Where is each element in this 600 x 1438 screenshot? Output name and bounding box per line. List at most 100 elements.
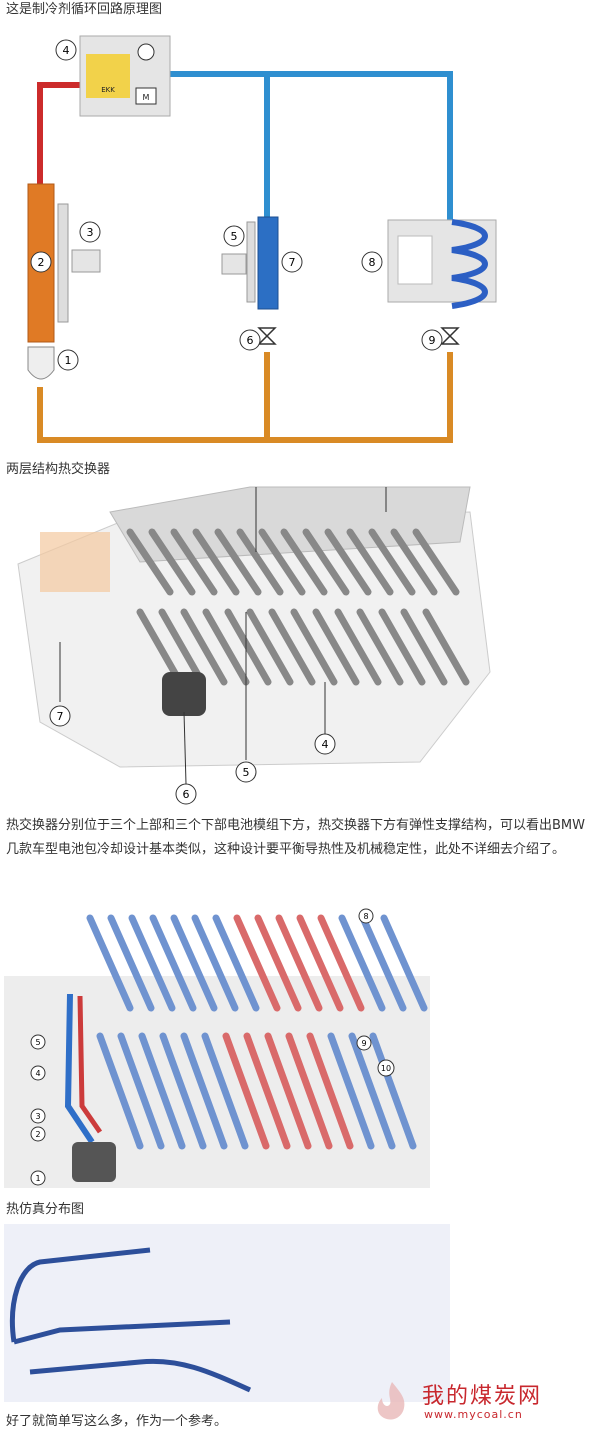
evaporator-fan <box>246 221 256 303</box>
refrigerant-connector <box>162 672 206 716</box>
plate-tube <box>356 608 404 686</box>
plate-tube <box>170 528 218 596</box>
plate-tube <box>380 914 428 1012</box>
plate-tube <box>86 914 134 1012</box>
svg-text:6: 6 <box>247 334 254 347</box>
plate-tube <box>348 1032 396 1150</box>
plate-tube <box>159 1032 207 1150</box>
plate-tube <box>126 528 174 596</box>
pipe-top <box>170 71 453 222</box>
plate-tube <box>368 528 416 596</box>
svg-text:4: 4 <box>63 44 70 57</box>
plate-tube <box>201 1032 249 1150</box>
plate-tube <box>275 914 323 1012</box>
callout-7: 7 <box>49 705 71 727</box>
body-paragraph: 热交换器分别位于三个上部和三个下部电池模组下方，热交换器下方有弹性支撑结构，可以… <box>6 818 585 857</box>
svg-text:10: 10 <box>381 1064 391 1073</box>
plate-tube <box>280 528 328 596</box>
connector-block <box>72 1142 116 1182</box>
callout-2: 2 <box>30 1126 46 1142</box>
svg-text:1: 1 <box>35 1174 40 1183</box>
plate-tube <box>149 914 197 1012</box>
callout-3: 3 <box>79 221 101 243</box>
callout-4: 4 <box>30 1065 46 1081</box>
callout-6: 6 <box>239 329 261 351</box>
expansion-valve-9 <box>440 327 460 345</box>
plate-tube <box>158 608 206 686</box>
svg-text:4: 4 <box>35 1069 40 1078</box>
callout-4: 4 <box>314 733 336 755</box>
plate-tube <box>117 1032 165 1150</box>
plate-tube <box>180 1032 228 1150</box>
svg-text:7: 7 <box>289 256 296 269</box>
plate-tube <box>214 528 262 596</box>
thermal-simulation-figure <box>4 1224 450 1402</box>
supply-pipe <box>64 993 95 1144</box>
plate-tube <box>346 528 394 596</box>
plate-tube <box>327 1032 375 1150</box>
svg-text:9: 9 <box>429 334 436 347</box>
sim-manifold-lower <box>29 1358 252 1393</box>
callout-3: 3 <box>30 1108 46 1124</box>
compressor-dial-icon <box>137 43 155 61</box>
plate-tube <box>246 608 294 686</box>
pipe-hot <box>37 82 80 184</box>
evaporator-motor-icon <box>221 253 247 275</box>
svg-text:2: 2 <box>35 1130 40 1139</box>
plate-tube <box>359 914 407 1012</box>
plate-tube <box>324 528 372 596</box>
plate-tube <box>317 914 365 1012</box>
chiller-coil <box>451 219 488 309</box>
condenser-fan <box>57 203 69 323</box>
plate-tube <box>222 1032 270 1150</box>
plate-tube <box>296 914 344 1012</box>
svg-text:2: 2 <box>38 256 45 269</box>
plate-tube <box>148 528 196 596</box>
plate-tube <box>128 914 176 1012</box>
svg-text:6: 6 <box>183 788 190 801</box>
plate-tube <box>202 608 250 686</box>
callout-1: 1 <box>30 1170 46 1186</box>
plate-tube <box>254 914 302 1012</box>
svg-text:9: 9 <box>361 1039 366 1048</box>
svg-text:3: 3 <box>87 226 94 239</box>
plate-tube <box>422 608 470 686</box>
flame-logo-icon <box>377 1382 405 1420</box>
plate-tube <box>390 528 438 596</box>
condenser-fan-motor-icon <box>71 249 101 273</box>
plate-tube <box>138 1032 186 1150</box>
pipe-bottom <box>37 352 453 443</box>
sim-manifold-middle <box>13 1319 231 1345</box>
plate-tube <box>378 608 426 686</box>
callout-4: 4 <box>55 39 77 61</box>
callout-1: 1 <box>57 349 79 371</box>
plate-tube <box>264 1032 312 1150</box>
two-layer-exchanger-figure: 7 5 4 6 <box>17 486 491 805</box>
callout-5: 5 <box>235 761 257 783</box>
plate-tube <box>290 608 338 686</box>
plate-tube <box>96 1032 144 1150</box>
callout-8: 8 <box>358 908 374 924</box>
svg-text:1: 1 <box>65 354 72 367</box>
plate-tube <box>369 1032 417 1150</box>
plate-tube <box>180 608 228 686</box>
plate-tube <box>302 528 350 596</box>
plate-tube <box>312 608 360 686</box>
callout-9: 9 <box>356 1035 372 1051</box>
ekk-label: EKK <box>101 86 115 94</box>
receiver-drier <box>27 346 55 380</box>
plate-tube <box>258 528 306 596</box>
svg-text:8: 8 <box>369 256 376 269</box>
expansion-valve-6 <box>257 327 277 345</box>
plate-tube <box>412 528 460 596</box>
upper-simulated-plate <box>110 1240 438 1314</box>
callout-10: 10 <box>377 1059 395 1077</box>
callout-7: 7 <box>281 251 303 273</box>
svg-text:5: 5 <box>231 230 238 243</box>
leader-line-6 <box>183 711 187 785</box>
caption-two-layer: 两层结构热交换器 <box>6 462 111 477</box>
callout-8: 8 <box>361 251 383 273</box>
colored-exchanger-figure: 5 4 3 2 1 8 9 10 <box>4 908 430 1188</box>
plate-tube <box>192 528 240 596</box>
svg-text:7: 7 <box>57 710 64 723</box>
